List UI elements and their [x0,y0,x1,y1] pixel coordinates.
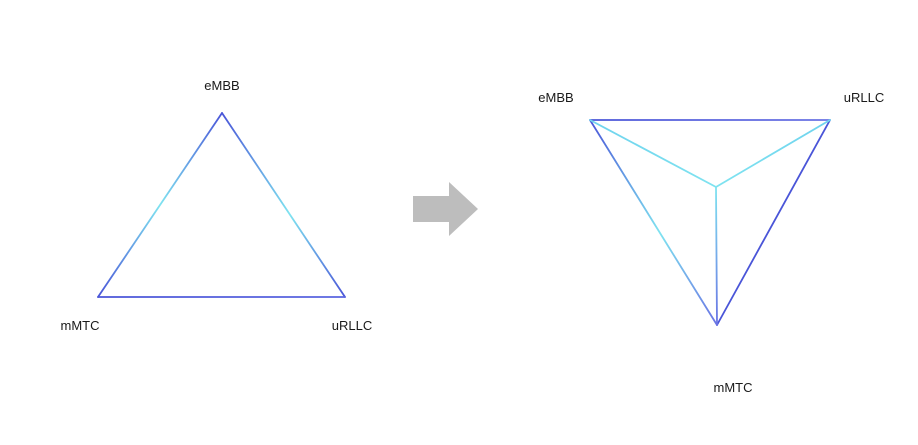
left-triangle-edge-embb-mmtc [97,112,223,298]
right-label-mmtc: mMTC [714,380,753,395]
pyramid-inner-edge-embb [589,119,717,188]
right-pyramid: eMBB uRLLC mMTC [538,90,884,395]
right-label-urllc: uRLLC [844,90,884,105]
pyramid-inner-edge-mmtc [715,186,718,326]
left-label-urllc: uRLLC [332,318,372,333]
left-label-mmtc: mMTC [61,318,100,333]
left-triangle-edge-embb-urllc [221,112,346,298]
left-label-embb: eMBB [204,78,239,93]
pyramid-edge-urllc-mmtc [716,119,831,326]
right-arrow-icon [413,182,478,236]
pyramid-inner-edge-urllc [715,119,831,188]
pyramid-edge-embb-mmtc [589,119,718,326]
left-triangle: eMBB mMTC uRLLC [61,78,373,333]
right-label-embb: eMBB [538,90,573,105]
